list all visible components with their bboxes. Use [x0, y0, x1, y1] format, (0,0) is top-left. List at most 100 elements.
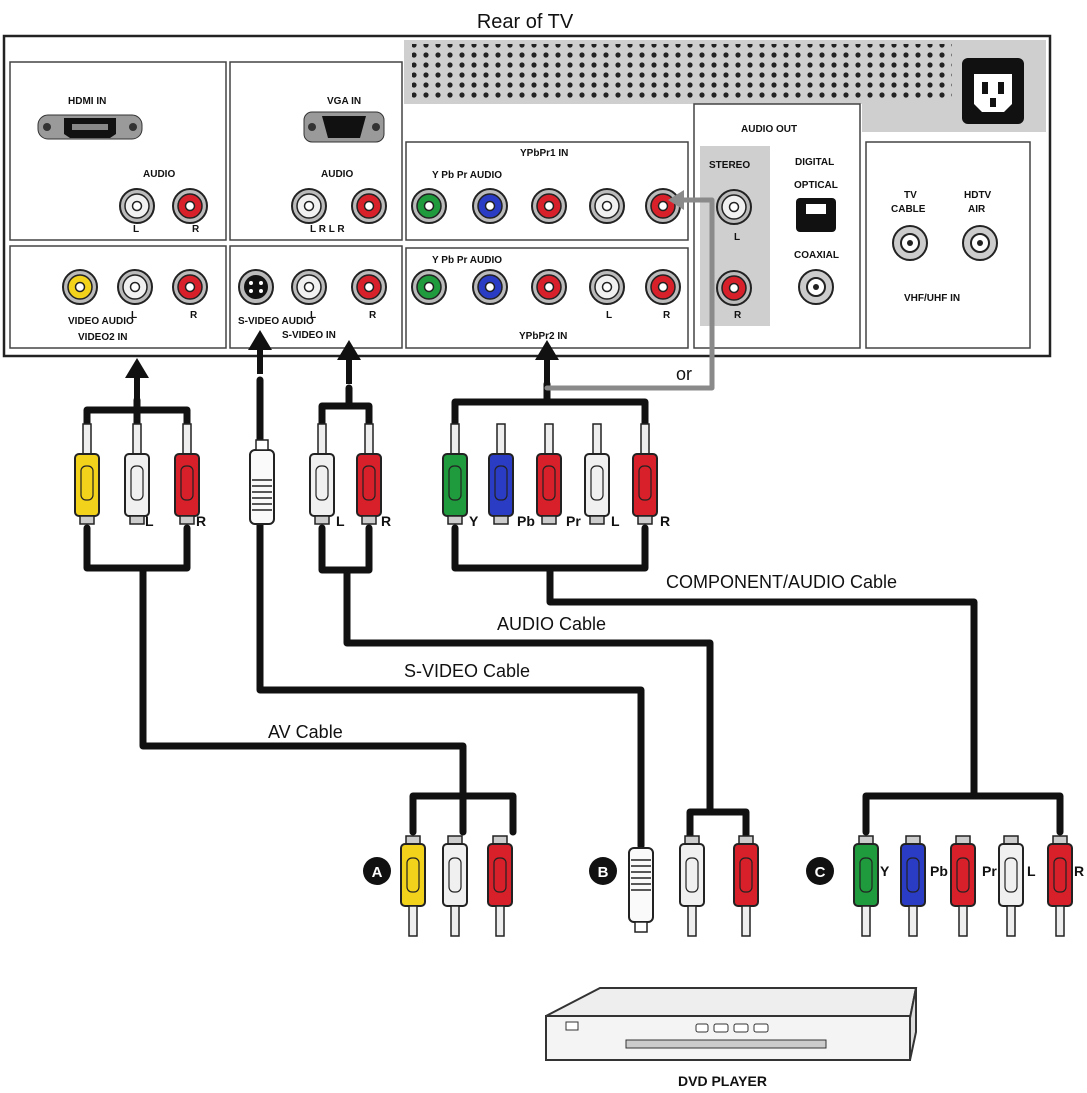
ypbpr2-jack-4 [645, 269, 681, 305]
audio-arrow-icon [337, 340, 361, 384]
diagram-title: Rear of TV [477, 11, 574, 33]
digital-label: DIGITAL [795, 157, 834, 168]
hdmi-audio-r-jack [172, 188, 208, 224]
comp-top-pr-label: Pr [566, 513, 581, 529]
component-cable-line [546, 564, 978, 800]
component-arrow-icon [535, 340, 559, 384]
av-bottom-video-plug [400, 835, 426, 937]
component-bottom-bracket [862, 792, 1064, 836]
comp-top-y-plug [442, 423, 468, 525]
or-gray-path [544, 197, 715, 391]
svideo-cable-line [256, 376, 645, 850]
antenna-box [865, 141, 1031, 349]
av-top-l-label: L [145, 513, 154, 529]
ypbpr1-jack-2 [531, 188, 567, 224]
ypbpr1-jack-0 [411, 188, 447, 224]
dvd-player-icon [545, 987, 918, 1061]
av-top-video-plug [74, 423, 100, 525]
ypbpr2-jack-1 [472, 269, 508, 305]
antenna-cable-jack [892, 225, 928, 261]
video2-video-jack [62, 269, 98, 305]
audio-top-bottom-bracket [318, 524, 373, 574]
comp-bot-pb-label: Pb [930, 863, 948, 879]
hdmi-l-label: L [133, 224, 139, 235]
component-top-bottom-bracket [451, 524, 649, 572]
cable-plugs [74, 423, 1073, 937]
comp-top-r-plug [632, 423, 658, 525]
svideo-r-label: R [369, 310, 377, 321]
svideo-audio-l-jack [291, 269, 327, 305]
vga-port-icon [303, 111, 385, 143]
video2-title: VIDEO2 IN [78, 332, 127, 343]
video2-r-label: R [190, 310, 198, 321]
hdmi-port-icon [37, 114, 143, 140]
svideo-top-plug [249, 439, 275, 525]
vga-lr-label: L R L R [310, 224, 345, 235]
stereo-l-jack [716, 189, 752, 225]
or-label: or [676, 364, 692, 384]
hdmi-audio-l-jack [119, 188, 155, 224]
comp-bottom-r-plug [1047, 835, 1073, 937]
ypbpr1-jack-4 [645, 188, 681, 224]
av-cable-label: AV Cable [268, 722, 343, 742]
dvd-player-label: DVD PLAYER [678, 1073, 767, 1089]
antenna-cable-label: CABLE [891, 204, 926, 215]
comp-top-l-plug [584, 423, 610, 525]
video2-audio-l-jack [117, 269, 153, 305]
marker-a: A [363, 857, 391, 885]
av-top-bottom-bracket [83, 524, 191, 572]
antenna-hdtv-label: HDTV [964, 190, 992, 201]
svideo-port-icon [238, 269, 274, 305]
comp-bottom-y-plug [853, 835, 879, 937]
stereo-r-label: R [734, 310, 742, 321]
comp-top-pb-plug [488, 423, 514, 525]
marker-b-text: B [598, 864, 609, 881]
video2-l-label: L [131, 310, 137, 321]
optical-port-icon [796, 198, 836, 232]
ypbpr2-jack-3 [589, 269, 625, 305]
antenna-air-label: AIR [968, 204, 986, 215]
av-bottom-bracket [409, 792, 517, 836]
comp-top-l-label: L [611, 513, 620, 529]
ypbpr1-jack-3 [589, 188, 625, 224]
vga-audio-l-jack [291, 188, 327, 224]
ypbpr2-jack-0 [411, 269, 447, 305]
audio-top-r-plug [356, 423, 382, 525]
hdmi-title: HDMI IN [68, 96, 106, 107]
stereo-r-jack [716, 270, 752, 306]
component-cable-label: COMPONENT/AUDIO Cable [666, 572, 897, 592]
vga-title: VGA IN [327, 96, 361, 107]
ypbpr2-sub: Y Pb Pr AUDIO [432, 255, 502, 266]
comp-bottom-pr-plug [950, 835, 976, 937]
cable-wires [83, 190, 1064, 850]
av-top-r-plug [174, 423, 200, 525]
marker-c-text: C [815, 864, 826, 881]
optical-label: OPTICAL [794, 180, 838, 191]
video2-audio-r-jack [172, 269, 208, 305]
power-socket-icon [962, 58, 1024, 124]
ypbpr1-sub: Y Pb Pr AUDIO [432, 170, 502, 181]
av-top-l-plug [124, 423, 150, 525]
ypbpr2-l-label: L [606, 310, 612, 321]
coaxial-label: COAXIAL [794, 250, 839, 261]
video2-va-label: VIDEO AUDIO [68, 316, 134, 327]
svideo-bottom-plug [628, 847, 654, 933]
svideo-title: S-VIDEO IN [282, 330, 336, 341]
comp-top-pb-label: Pb [517, 513, 535, 529]
svideo-arrow-icon [248, 330, 272, 374]
svideo-l-label: L [310, 310, 316, 321]
vga-audio-r-jack [351, 188, 387, 224]
comp-bot-pr-label: Pr [982, 863, 997, 879]
audio-top-l-plug [309, 423, 335, 525]
ypbpr1-jack-1 [472, 188, 508, 224]
svideo-cable-label: S-VIDEO Cable [404, 661, 530, 681]
coaxial-jack [798, 269, 834, 305]
comp-top-r-label: R [660, 513, 670, 529]
vga-audio-label: AUDIO [321, 169, 353, 180]
marker-c: C [806, 857, 834, 885]
vent-grille [412, 44, 952, 100]
ypbpr2-title: YPbPr2 IN [519, 331, 567, 342]
ypbpr1-title: YPbPr1 IN [520, 148, 568, 159]
marker-a-text: A [372, 864, 383, 881]
comp-bottom-pb-plug [900, 835, 926, 937]
